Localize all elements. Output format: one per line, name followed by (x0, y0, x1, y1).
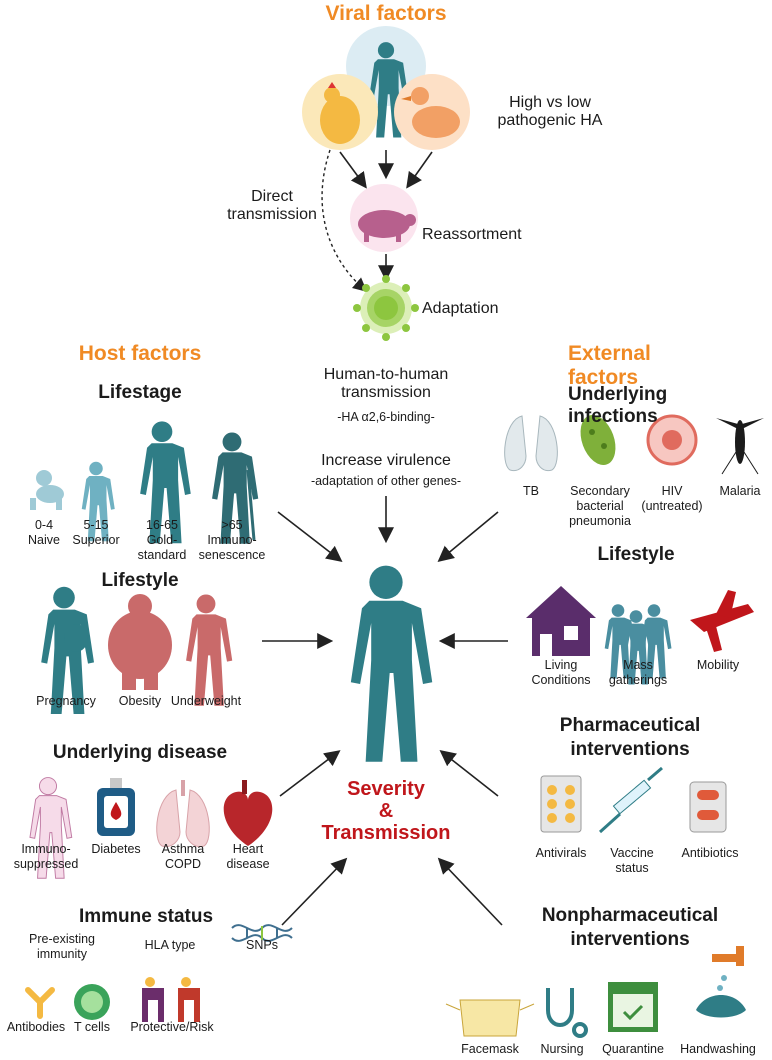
calendar-icon (608, 982, 658, 1032)
nonpharma-item-3: Handwashing (680, 1042, 756, 1056)
binding-label: -HA α2,6-binding- (337, 410, 435, 424)
antibody-icon (25, 987, 55, 1019)
hla-risk-icon (178, 977, 200, 1022)
lifestage-label-2: Gold-standard (137, 533, 187, 562)
pharma-item-1: Vaccine status (610, 846, 654, 875)
immune-title: Immune status (78, 906, 214, 927)
antivirals-icon (540, 775, 582, 833)
lifestage-age-0: 0-4 (34, 518, 54, 532)
pathogenic-label: High vs low pathogenic HA (497, 94, 603, 129)
ext-lifestyle-item-0: Living Conditions (531, 658, 591, 687)
pharma-item-2: Antibiotics (681, 846, 739, 860)
lifestage-title: Lifestage (98, 382, 182, 403)
stethoscope-icon (546, 988, 588, 1038)
lifestage-label-1: Superior (72, 533, 120, 547)
nonpharma-title: Nonpharmaceutical interventions (541, 905, 719, 950)
disease-item-0: Immuno-suppressed (13, 842, 79, 871)
transmission-text: Transmission (321, 822, 451, 844)
antibiotics-icon (689, 781, 727, 833)
syringe-icon (598, 766, 663, 834)
ext-lifestyle-item-1: Mass gatherings (608, 658, 668, 687)
diabetes-icon (97, 778, 135, 836)
tb-lungs-icon (504, 415, 558, 472)
infection-item-2: HIV (untreated) (641, 484, 703, 513)
h2h-label: Human-to-human transmission (323, 366, 449, 401)
nonpharma-item-2: Quarantine (602, 1042, 664, 1056)
reassortment-label: Reassortment (422, 226, 522, 243)
chicken-virus-icon (302, 74, 378, 150)
pharma-title: Pharmaceutical interventions (559, 715, 701, 760)
duck-virus-icon (394, 74, 470, 150)
house-icon (526, 586, 596, 656)
lifestage-label-0: Naive (28, 533, 60, 547)
infection-item-1: Secondary bacterial pneumonia (569, 484, 631, 528)
obesity-icon (108, 594, 172, 690)
external-factors-title: External factors (568, 342, 651, 389)
snps-label: SNPs (246, 938, 278, 952)
severity-text: Severity (347, 778, 425, 800)
antibodies-label: Antibodies (6, 1020, 66, 1034)
bacteria-icon (580, 414, 616, 466)
infection-item-0: TB (523, 484, 539, 498)
host-lifestyle-item-1: Obesity (118, 694, 162, 708)
heart-icon (223, 780, 273, 846)
viral-factors-title: Viral factors (325, 2, 447, 25)
t-cell-icon (74, 984, 110, 1020)
genes-label: -adaptation of other genes- (310, 474, 462, 488)
disease-item-2: Asthma COPD (161, 842, 205, 871)
dna-icon (231, 924, 293, 942)
hla-protective-icon (142, 977, 164, 1022)
nonpharma-item-0: Facemask (461, 1042, 519, 1056)
hla-label: HLA type (144, 938, 196, 952)
direct-transmission-label: Direct transmission (227, 188, 317, 223)
ext-lifestyle-title: Lifestyle (597, 544, 675, 565)
pharma-item-0: Antivirals (535, 846, 587, 860)
lifestage-age-2: 16-65 (146, 518, 178, 532)
infant-icon (30, 470, 64, 510)
underweight-icon (186, 594, 233, 706)
nonpharma-item-1: Nursing (540, 1042, 584, 1056)
airplane-icon (690, 590, 754, 652)
infections-title: Underlying infections (568, 384, 668, 427)
disease-item-1: Diabetes (91, 842, 141, 856)
amp-text: & (378, 800, 394, 822)
host-lifestyle-item-2: Underweight (170, 694, 242, 708)
severity-label: Severity & Transmission (322, 778, 451, 844)
adapted-virus-icon (353, 275, 419, 341)
disease-title: Underlying disease (52, 742, 228, 763)
mosquito-icon (716, 418, 764, 475)
lifestage-age-3: >65 (221, 518, 243, 532)
infection-item-3: Malaria (719, 484, 761, 498)
adaptation-label: Adaptation (422, 300, 499, 317)
preexisting-label: Pre-existing immunity (29, 932, 95, 961)
handwashing-icon (696, 946, 746, 1018)
tcells-label: T cells (74, 1020, 110, 1034)
lifestage-age-1: 5-15 (83, 518, 109, 532)
host-lifestyle-title: Lifestyle (101, 570, 179, 591)
disease-item-3: Heart disease (226, 842, 270, 871)
hiv-icon (646, 414, 698, 466)
facemask-icon (445, 999, 535, 1037)
host-factors-title: Host factors (78, 342, 202, 365)
pig-virus-icon (350, 184, 418, 252)
cane-icon (246, 469, 256, 541)
protective-label: Protective/Risk (130, 1020, 214, 1034)
central-person-icon (350, 565, 433, 762)
lungs-icon (156, 780, 210, 848)
ext-lifestyle-item-2: Mobility (696, 658, 740, 672)
virulence-label: Increase virulence (321, 452, 451, 469)
lifestage-label-3: Immuno-senescence (198, 533, 266, 562)
host-lifestyle-item-0: Pregnancy (36, 694, 96, 708)
